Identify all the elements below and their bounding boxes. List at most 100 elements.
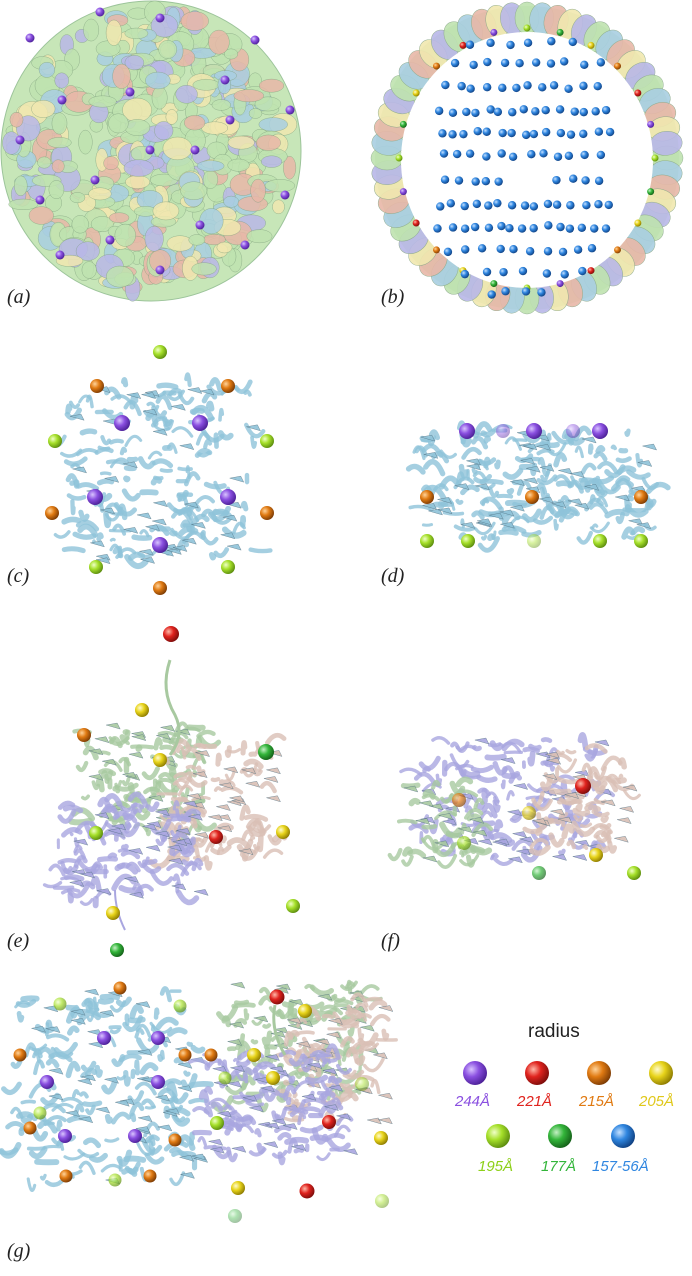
- protein-ribbon: [352, 1012, 372, 1022]
- protein-ribbon: [177, 507, 200, 523]
- protein-ribbon: [258, 986, 271, 996]
- protein-ribbon: [471, 510, 485, 520]
- beta-strand: [403, 785, 419, 793]
- red-sphere: [163, 626, 179, 642]
- protein-ribbon: [241, 1114, 257, 1126]
- protein-ribbon: [137, 548, 158, 559]
- protein-ribbon: [137, 456, 156, 470]
- capsid-subunit: [48, 180, 65, 199]
- protein-ribbon: [588, 502, 609, 515]
- beta-strand: [513, 783, 529, 790]
- capsid-subunit: [184, 115, 206, 131]
- protein-ribbon: [301, 1106, 321, 1113]
- protein-ribbon: [315, 1063, 322, 1078]
- capsid-subunit: [124, 119, 151, 136]
- beta-strand: [223, 766, 239, 774]
- protein-ribbon: [574, 445, 584, 459]
- protein-ribbon: [20, 995, 40, 1003]
- blue-sphere: [462, 107, 471, 117]
- beta-strand: [508, 856, 523, 864]
- beta-strand: [124, 876, 139, 883]
- beta-strand: [301, 1094, 317, 1101]
- protein-ribbon: [73, 855, 88, 868]
- beta-strand: [478, 838, 493, 846]
- orange-sphere: [178, 1048, 192, 1062]
- capsid-subunit: [180, 181, 208, 200]
- protein-ribbon: [150, 416, 169, 428]
- protein-ribbon: [623, 789, 641, 801]
- orange-sphere: [113, 981, 127, 995]
- beta-strand: [243, 1095, 258, 1102]
- protein-ribbon: [127, 791, 149, 808]
- protein-ribbon: [121, 377, 129, 388]
- protein-ribbon: [97, 997, 115, 1005]
- protein-ribbon: [188, 1097, 209, 1105]
- beta-strand: [177, 1085, 193, 1093]
- beta-strand: [111, 823, 127, 831]
- blue-sphere: [460, 269, 470, 279]
- blue-sphere: [555, 105, 565, 114]
- capsid-subunit: [233, 89, 265, 103]
- protein-ribbon: [264, 1046, 271, 1059]
- orange-sphere: [614, 62, 622, 70]
- protein-ribbon: [97, 856, 119, 863]
- beta-strand: [263, 1141, 279, 1148]
- capsid-subunit: [47, 137, 72, 149]
- protein-ribbon: [335, 1063, 352, 1075]
- beta-strand: [69, 880, 85, 887]
- protein-ribbon: [118, 885, 141, 894]
- lime-sphere: [260, 434, 274, 448]
- capsid-subunit: [31, 100, 56, 118]
- protein-ribbon: [203, 855, 213, 871]
- blue-sphere: [541, 105, 550, 115]
- beta-strand: [272, 1118, 287, 1126]
- protein-ribbon: [509, 816, 522, 823]
- protein-ribbon: [159, 1049, 165, 1060]
- protein-ribbon: [276, 1062, 284, 1069]
- blue-sphere: [525, 247, 535, 256]
- orange-sphere: [153, 581, 167, 595]
- protein-ribbon: [333, 1124, 351, 1138]
- beta-strand: [570, 471, 585, 478]
- yellow-sphere: [153, 753, 167, 767]
- protein-ribbon: [191, 404, 215, 421]
- blue-sphere: [460, 224, 470, 233]
- beta-strand: [200, 388, 215, 396]
- blue-sphere: [544, 221, 553, 230]
- protein-ribbon: [368, 999, 388, 1011]
- protein-ribbon: [81, 997, 100, 1013]
- capsid-subunit: [191, 262, 217, 276]
- legend-label-157-56: 157-56Å: [592, 1158, 649, 1175]
- blue-sphere: [552, 200, 562, 209]
- protein-ribbon: [119, 821, 141, 838]
- blue-sphere: [483, 57, 492, 67]
- protein-ribbon: [180, 519, 193, 533]
- protein-ribbon: [50, 1046, 74, 1060]
- panel-label-g: (g): [7, 1240, 31, 1262]
- protein-ribbon: [44, 1022, 50, 1037]
- capsid-subunit: [227, 135, 255, 150]
- beta-strand: [227, 1039, 243, 1046]
- blue-sphere: [578, 266, 587, 276]
- protein-ribbon: [618, 757, 627, 770]
- blue-sphere: [579, 81, 588, 91]
- blue-sphere: [541, 127, 551, 137]
- protein-ribbon: [109, 543, 123, 557]
- protein-ribbon: [237, 1123, 255, 1134]
- blue-sphere: [518, 266, 528, 276]
- protein-ribbon: [79, 880, 96, 890]
- legend-label-244: 244Å: [455, 1093, 491, 1110]
- protein-ribbon: [189, 1080, 214, 1089]
- blue-sphere: [579, 129, 588, 139]
- blue-sphere: [436, 202, 445, 211]
- red-sphere: [575, 778, 591, 794]
- purple-sphere: [496, 424, 510, 438]
- beta-strand: [208, 814, 223, 822]
- protein-ribbon: [1, 1081, 22, 1096]
- protein-ribbon: [16, 1111, 38, 1122]
- protein-ribbon: [114, 779, 123, 789]
- yellow-sphere: [589, 848, 603, 862]
- capsid-subunit: [51, 112, 68, 135]
- protein-ribbon: [63, 1152, 86, 1161]
- protein-ribbon: [577, 732, 589, 750]
